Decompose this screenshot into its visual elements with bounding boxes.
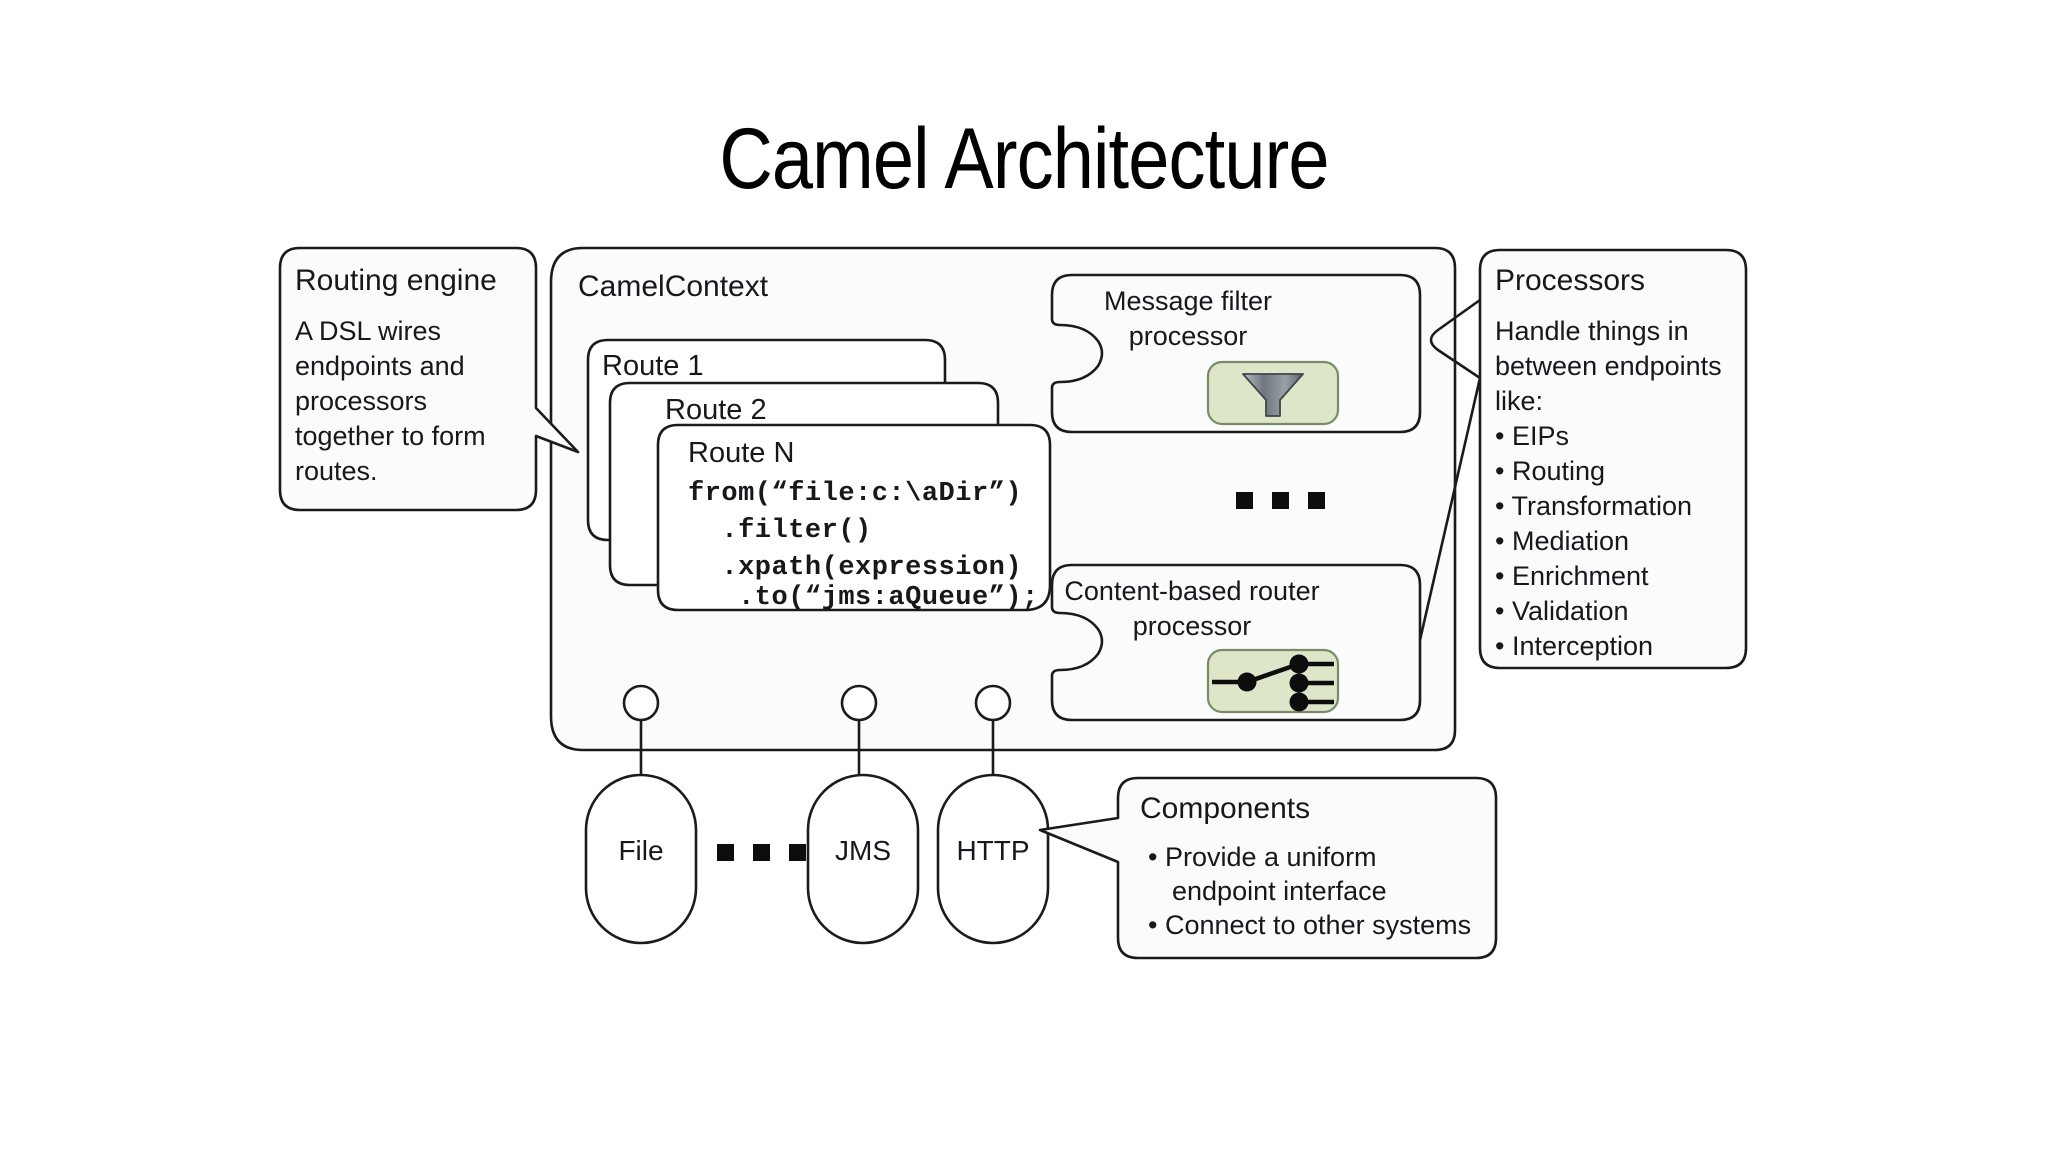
endpoint-file: File [584,773,698,945]
routing-engine-line-4: routes. [295,456,378,486]
content-router-title-line2: processor [1133,611,1252,641]
camelcontext-label: CamelContext [578,270,769,303]
processors-bullet-0: • EIPs [1495,421,1569,451]
endpoint-connectors [622,684,1012,790]
endpoint-file-label: File [618,835,663,866]
components-bullet-0-line0: • Provide a uniform [1148,842,1377,872]
route-code-line-3: .to(“jms:aQueue”); [688,583,1039,613]
processors-bullet-5: • Validation [1495,596,1629,626]
route-card-n: Route N from(“file:c:\aDir”) .filter() .… [656,423,1052,613]
routing-engine-heading: Routing engine [295,264,497,297]
components-bullet-0-line1: endpoint interface [1172,876,1387,906]
processors-intro-0: Handle things in [1495,316,1689,346]
processors-heading: Processors [1495,264,1645,297]
message-filter-title-line2: processor [1129,321,1248,351]
processors-bullet-6: • Interception [1495,631,1653,661]
router-switch-icon [1212,654,1334,712]
message-filter-title-line1: Message filter [1104,286,1272,316]
route-code-line-0: from(“file:c:\aDir”) [688,479,1022,509]
processors-bullet-3: • Mediation [1495,526,1629,556]
route-code-line-2: .xpath(expression) [688,553,1022,583]
route-code-line-1: .filter() [688,516,872,546]
routing-engine-line-1: endpoints and [295,351,465,381]
content-router-title-line1: Content-based router [1064,576,1319,606]
content-based-router-processor-box: Content-based router processor [1050,563,1422,722]
components-bullet-1-line0: • Connect to other systems [1148,910,1471,940]
route-card-n-label: Route N [688,437,794,469]
processors-bullet-4: • Enrichment [1495,561,1649,591]
endpoint-http: HTTP [936,773,1050,945]
routing-engine-callout: Routing engine A DSL wires endpoints and… [278,246,580,512]
processors-bullet-2: • Transformation [1495,491,1692,521]
page-title: Camel Architecture [719,111,1329,207]
components-heading: Components [1140,792,1310,825]
processor-ellipsis [1236,492,1325,509]
route-card-2-label: Route 2 [665,394,767,426]
components-callout: Components • Provide a uniform endpoint … [1038,776,1498,960]
processors-intro-1: between endpoints [1495,351,1722,381]
endpoint-http-label: HTTP [956,835,1029,866]
processors-intro-2: like: [1495,386,1543,416]
routing-engine-line-0: A DSL wires [295,316,441,346]
endpoint-jms-label: JMS [835,835,891,866]
routing-engine-line-2: processors [295,386,427,416]
routing-engine-line-3: together to form [295,421,486,451]
processors-bullet-1: • Routing [1495,456,1605,486]
endpoint-jms: JMS [806,773,920,945]
endpoint-ellipsis [717,844,806,861]
message-filter-processor-box: Message filter processor [1050,273,1422,434]
funnel-icon [1242,373,1304,417]
route-card-1-label: Route 1 [602,350,704,382]
processors-callout: Processors Handle things in between endp… [1418,248,1748,670]
